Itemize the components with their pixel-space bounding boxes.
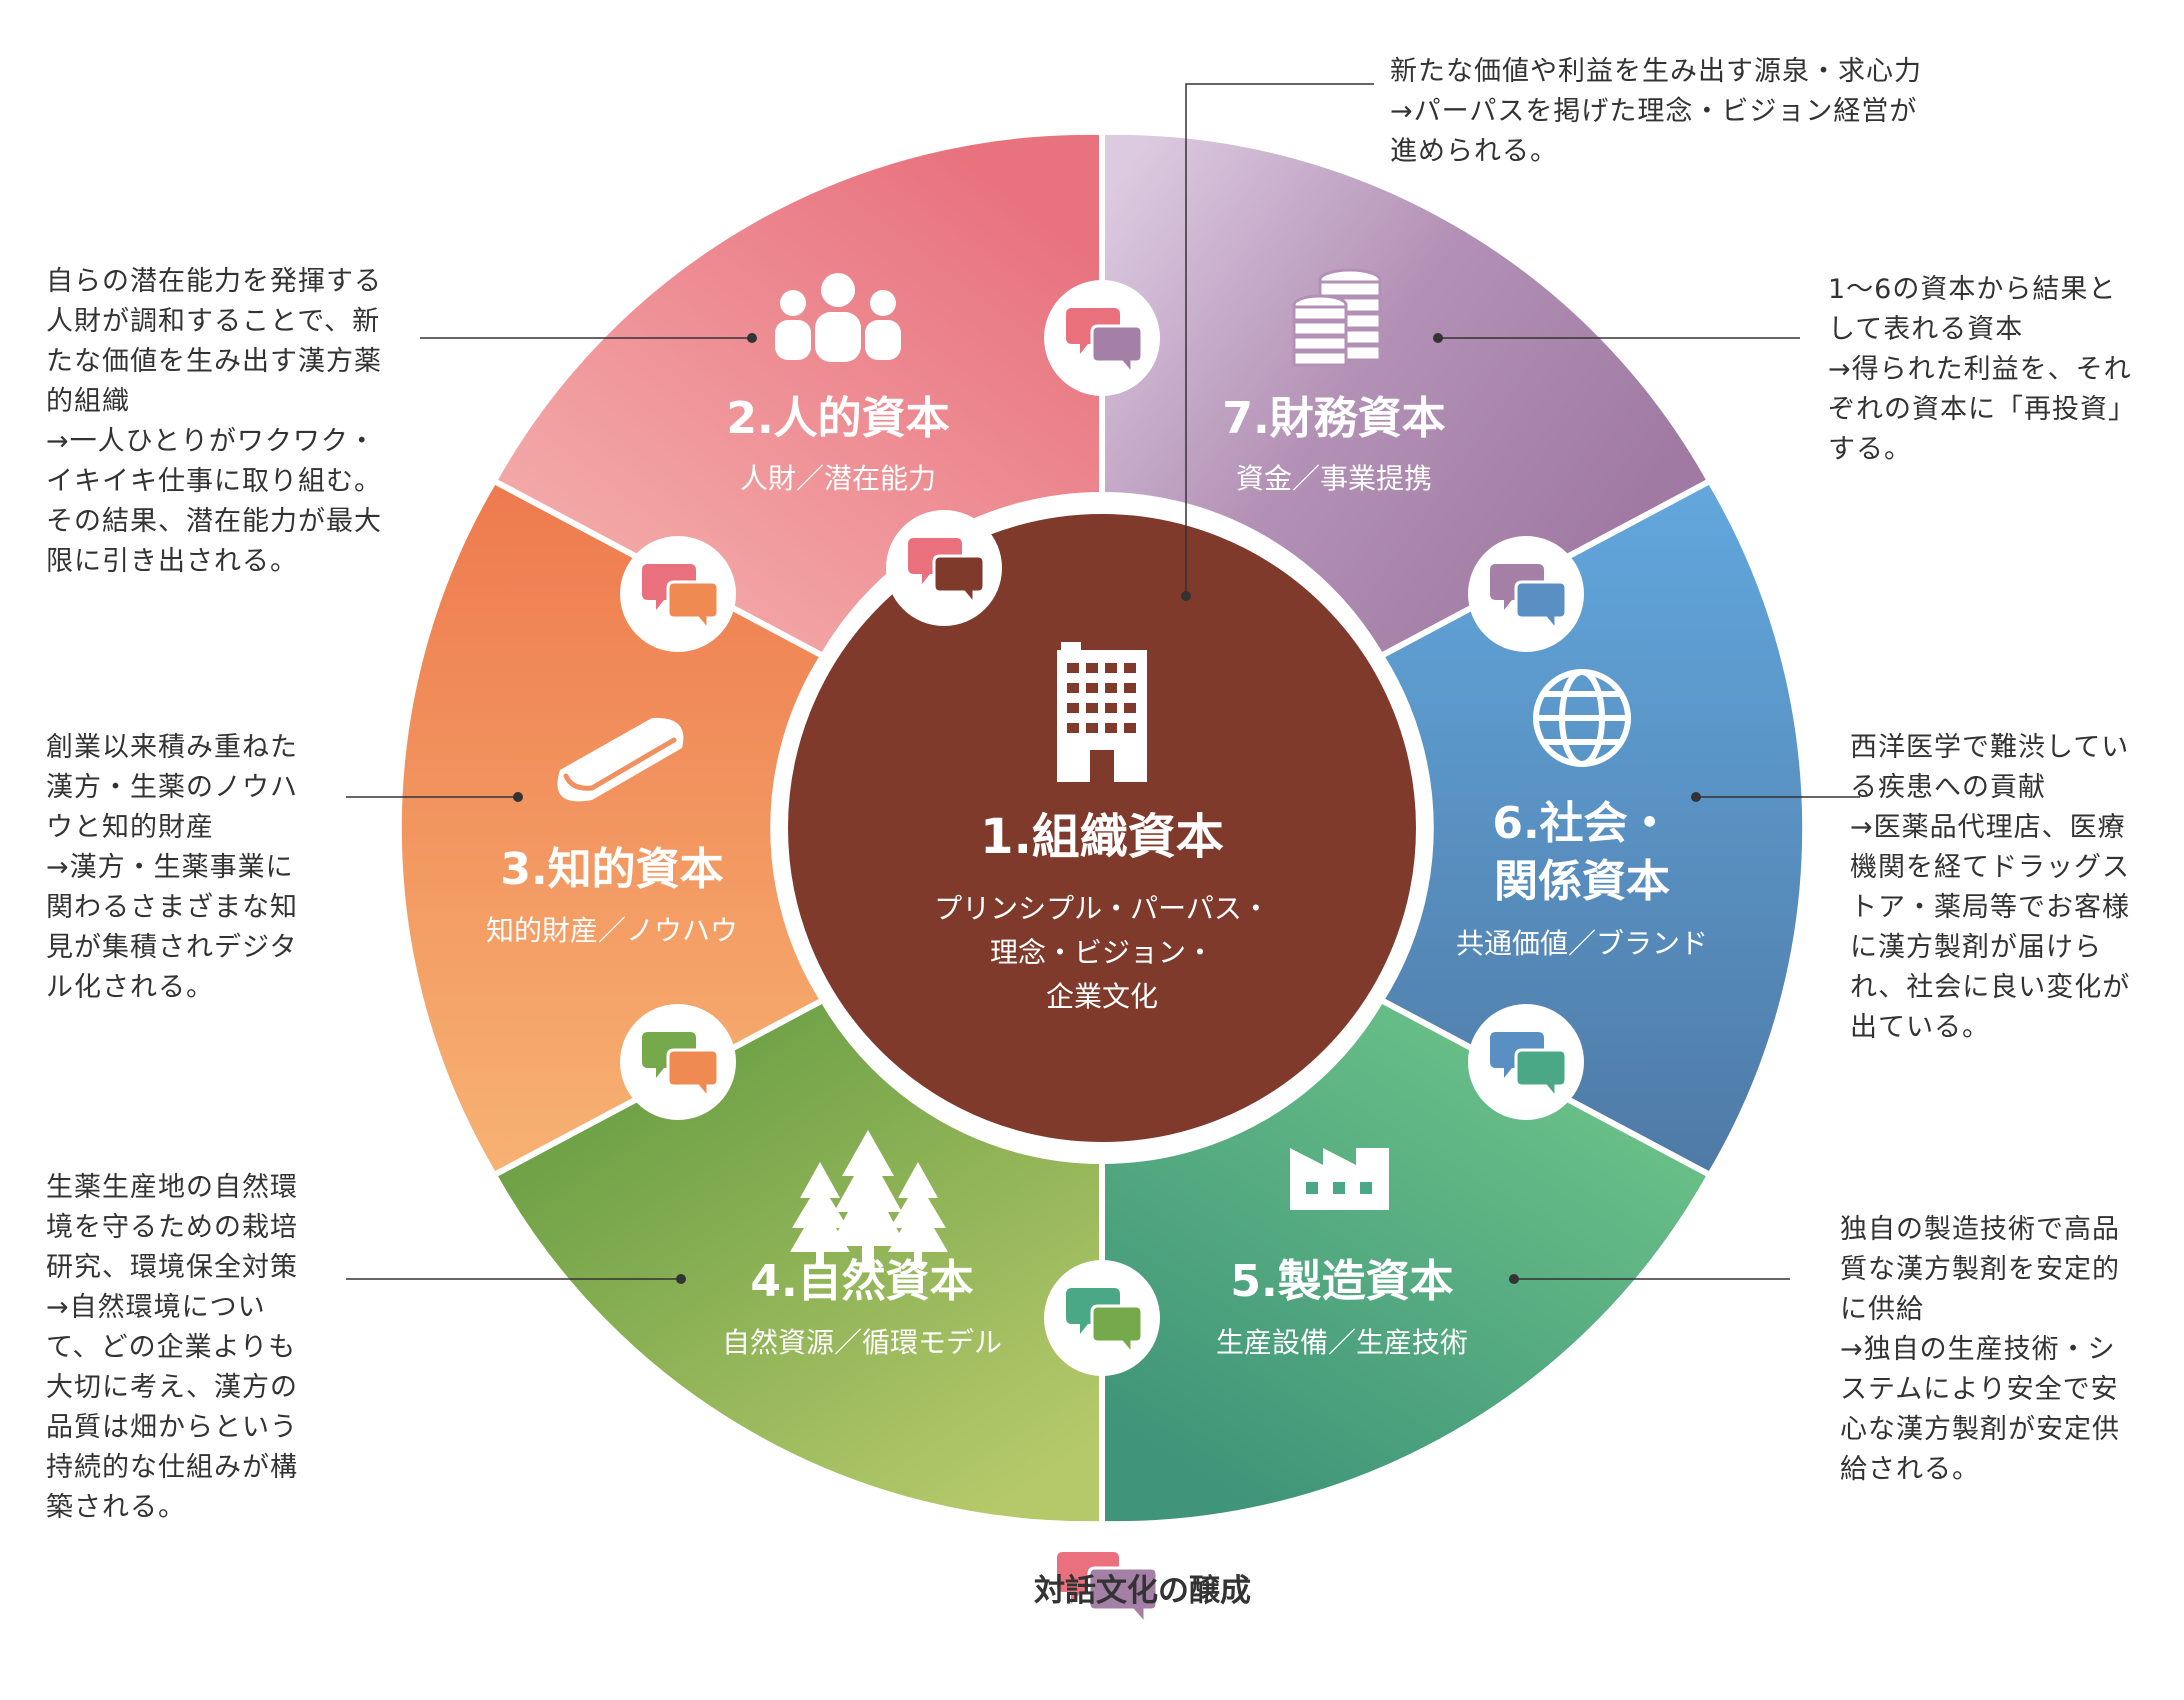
dialogue-badge-top — [1044, 280, 1160, 396]
leader-dot-zaimu-top — [1181, 591, 1191, 601]
note-shizen: 生薬生産地の自然環 境を守るための栽培 研究、環境保全対策 →自然環境につい て… — [46, 1172, 298, 1523]
center-subtitle-line-1: プリンシプル・パーパス・ — [934, 892, 1270, 925]
leader-dot-shizen — [676, 1274, 686, 1284]
center-title: 1.組織資本 — [980, 809, 1224, 865]
center-subtitle-line-2: 理念・ビジョン・ — [990, 936, 1214, 969]
segment-subtitle-shizen: 自然資源／循環モデル — [722, 1326, 1002, 1359]
legend-label: 対話文化の醸成 — [1034, 1573, 1251, 1609]
coin-stacks-icon — [1292, 268, 1382, 367]
leader-dot-jinteki — [747, 333, 757, 343]
segment-subtitle-jinteki: 人財／潜在能力 — [740, 462, 936, 495]
segment-chiteki — [395, 478, 826, 1178]
note-seizou: 独自の製造技術で高品 質な漢方製剤を安定的 に供給 →独自の生産技術・シ ステム… — [1840, 1214, 2120, 1485]
trees-icon — [790, 1130, 948, 1268]
leader-line-zaimu-top — [1185, 83, 1374, 596]
factory-icon — [1290, 1148, 1389, 1210]
dialogue-bubbles-icon — [1057, 1552, 1159, 1628]
note-jinteki: 自らの潜在能力を発揮する 人財が調和することで、新 たな価値を生み出す漢方薬 的… — [46, 266, 382, 577]
center-circle — [780, 506, 1424, 1150]
segment-seizou — [1099, 997, 1713, 1528]
bubble-front-icon — [666, 1048, 720, 1103]
office-building-icon — [1057, 642, 1147, 782]
globe-icon — [1533, 669, 1631, 767]
dialogue-badge-right-lower — [1468, 1004, 1584, 1120]
note-chiteki: 創業以来積み重ねた 漢方・生薬のノウハ ウと知的財産 →漢方・生薬事業に 関わる… — [46, 732, 298, 1003]
note-zaimu: 1〜6の資本から結果と して表れる資本 →得られた利益を、それ ぞれの資本に「再… — [1828, 274, 2136, 465]
leader-dot-shakai — [1691, 792, 1701, 802]
people-group-icon — [775, 273, 901, 362]
segment-shizen — [491, 997, 1105, 1528]
segment-title-jinteki: 2.人的資本 — [726, 393, 949, 444]
segment-subtitle-zaimu: 資金／事業提携 — [1236, 462, 1432, 495]
segment-subtitle-chiteki: 知的財産／ノウハウ — [486, 914, 738, 947]
note-zaimu-top: 新たな価値や利益を生み出す源泉・求心力 →パーパスを掲げた理念・ビジョン経営が … — [1390, 56, 1922, 167]
bubble-front-icon — [666, 580, 720, 635]
bubble-front-icon — [1514, 580, 1568, 635]
segment-shakai — [1378, 478, 1809, 1178]
book-icon — [557, 717, 684, 802]
bubble-front-icon — [932, 554, 986, 609]
note-shakai: 西洋医学で難渋してい る疾患への貢献 →医薬品代理店、医療 機関を経てドラッグス… — [1850, 732, 2131, 1043]
dialogue-badge-left-upper — [620, 536, 736, 652]
segment-title-shakai-line-2: 関係資本 — [1494, 856, 1670, 907]
dialogue-badge-right-upper — [1468, 536, 1584, 652]
dialogue-badge-bottom — [1044, 1260, 1160, 1376]
segment-zaimu — [1099, 128, 1713, 659]
segment-subtitle-shakai: 共通価値／ブランド — [1456, 927, 1708, 960]
segment-title-shakai-line-1: 6.社会・ — [1492, 798, 1671, 849]
bubble-front-icon — [1514, 1048, 1568, 1103]
leader-dot-chiteki — [513, 792, 523, 802]
center-subtitle-line-3: 企業文化 — [1046, 980, 1158, 1013]
segment-subtitle-seizou: 生産設備／生産技術 — [1216, 1326, 1468, 1359]
dialogue-badge-upper-left-inner — [886, 510, 1002, 626]
segment-title-zaimu: 7.財務資本 — [1222, 393, 1445, 444]
segment-title-seizou: 5.製造資本 — [1230, 1256, 1453, 1307]
bubble-front-icon — [1090, 1304, 1144, 1359]
segment-title-chiteki: 3.知的資本 — [500, 844, 723, 895]
dialogue-badge-left-lower — [620, 1004, 736, 1120]
segment-title-shizen: 4.自然資本 — [750, 1256, 973, 1307]
leader-dot-seizou — [1509, 1274, 1519, 1284]
leader-dot-zaimu — [1433, 333, 1443, 343]
bubble-front-icon — [1090, 324, 1144, 379]
